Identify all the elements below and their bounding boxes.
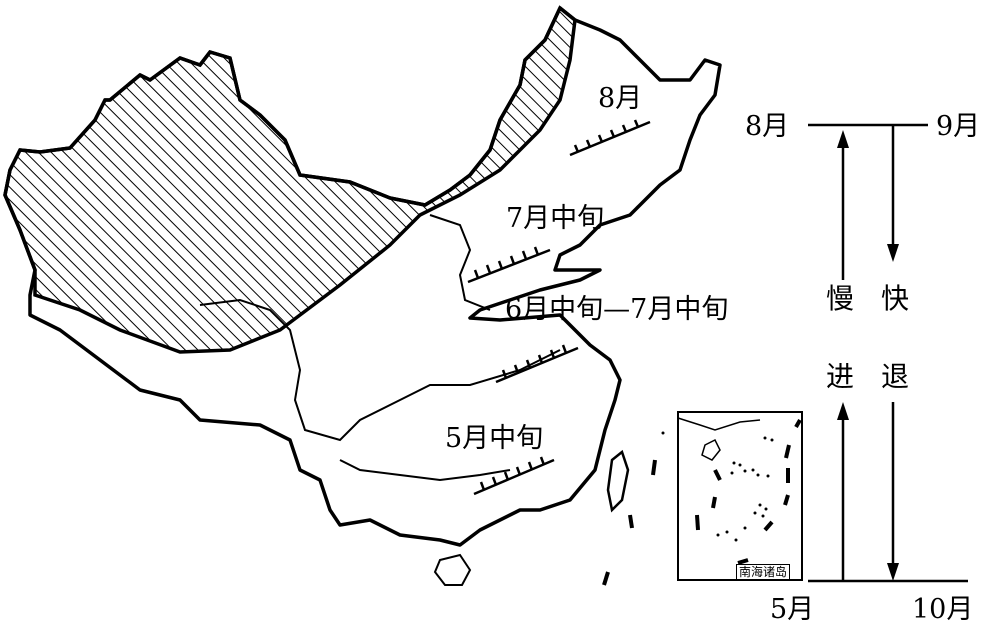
taiwan-island bbox=[606, 449, 630, 513]
non-monsoon-region bbox=[3, 5, 577, 354]
hainan-island bbox=[433, 553, 472, 586]
timeline-diagram bbox=[808, 123, 968, 583]
timeline-top-right: 9月 bbox=[936, 111, 981, 142]
front-jul-mid bbox=[467, 246, 551, 284]
yangtze-river bbox=[339, 459, 511, 482]
inset-caption: 南海诸岛 bbox=[736, 564, 791, 580]
inset-island-dashes bbox=[695, 419, 802, 565]
front-may-mid bbox=[473, 456, 555, 496]
island-marks bbox=[602, 459, 657, 586]
front-label-aug: 8月 bbox=[598, 83, 643, 114]
timeline-bottom-left: 5月 bbox=[770, 594, 815, 625]
front-label-may-mid: 5月中旬 bbox=[445, 423, 544, 454]
front-aug bbox=[569, 119, 651, 157]
yellow-river bbox=[199, 298, 561, 442]
retreat-char-2: 退 bbox=[881, 360, 910, 393]
advance-char-1: 慢 bbox=[826, 282, 855, 315]
timeline-top-left: 8月 bbox=[745, 111, 790, 142]
timeline-bottom-right: 10月 bbox=[912, 594, 974, 625]
retreat-char-1: 快 bbox=[881, 282, 910, 315]
front-label-jun-jul: 6月中旬—7月中旬 bbox=[505, 294, 729, 325]
south-china-sea-inset bbox=[677, 411, 803, 581]
front-label-jul-mid: 7月中旬 bbox=[506, 203, 605, 234]
front-jun-jul bbox=[495, 344, 579, 384]
inset-island-dots bbox=[661, 431, 774, 542]
advance-char-2: 进 bbox=[826, 360, 855, 393]
